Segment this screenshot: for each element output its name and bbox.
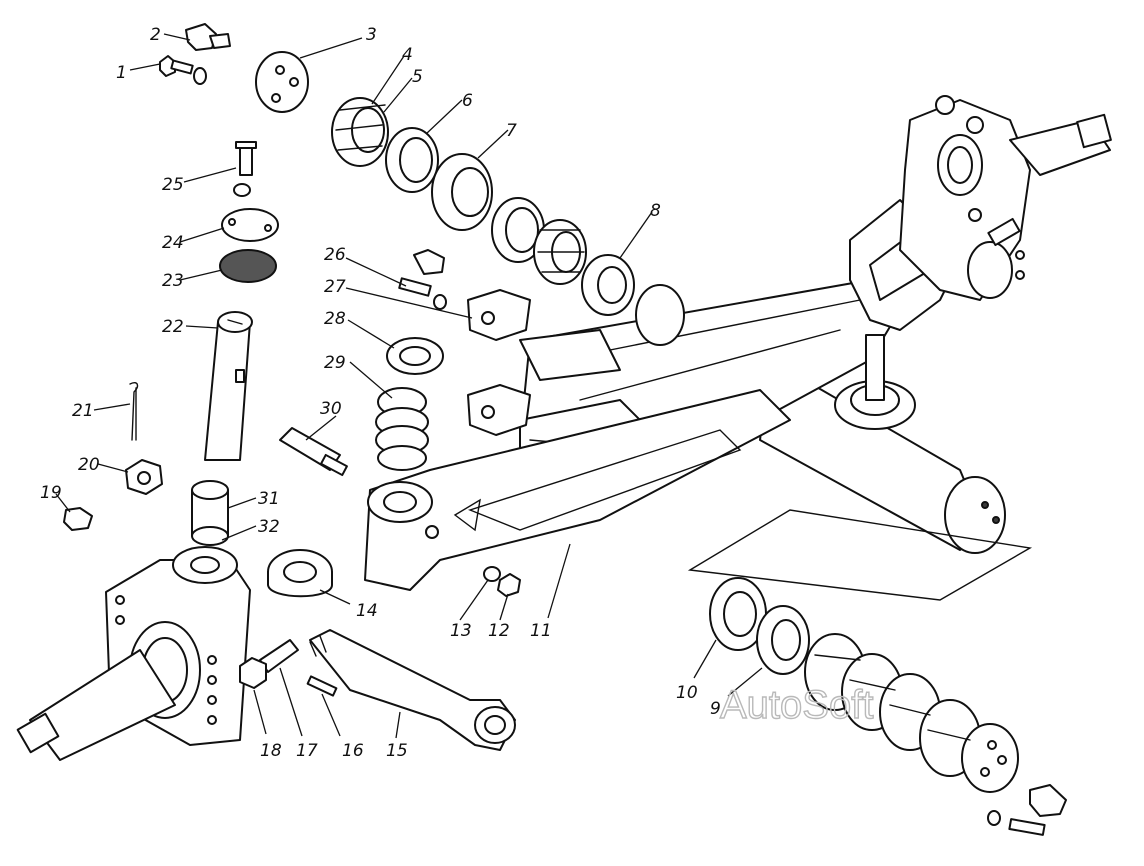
label-2: 2 (150, 25, 161, 45)
label-4: 4 (402, 45, 413, 65)
label-20: 20 (78, 455, 100, 475)
label-16: 16 (342, 741, 364, 761)
label-23: 23 (162, 271, 184, 291)
label-18: 18 (260, 741, 282, 761)
label-27: 27 (324, 277, 346, 297)
label-9: 9 (710, 699, 721, 719)
label-3: 3 (366, 25, 377, 45)
label-10: 10 (676, 683, 698, 703)
top-exploded-parts (159, 23, 685, 346)
label-7: 7 (506, 121, 517, 141)
steering-arm-parts (239, 549, 516, 751)
label-17: 17 (296, 741, 318, 761)
label-24: 24 (162, 233, 184, 253)
leader-lines (55, 33, 763, 739)
label-29: 29 (324, 353, 346, 373)
lower-right-exploded-parts (687, 509, 1067, 836)
label-31: 31 (258, 489, 280, 509)
label-11: 11 (530, 621, 552, 641)
label-15: 15 (386, 741, 408, 761)
king-pin-assembly (63, 141, 279, 546)
label-6: 6 (462, 91, 473, 111)
label-8: 8 (650, 201, 661, 221)
label-26: 26 (324, 245, 346, 265)
label-13: 13 (450, 621, 472, 641)
label-28: 28 (324, 309, 346, 329)
middle-exploded-parts (279, 249, 531, 597)
part-number-labels: 1 2 3 4 5 6 7 8 9 10 11 12 13 14 15 16 1… (40, 25, 721, 761)
watermark: AutoSoft (720, 683, 873, 727)
label-1: 1 (116, 63, 127, 83)
label-21: 21 (72, 401, 94, 421)
label-19: 19 (40, 483, 62, 503)
label-30: 30 (320, 399, 342, 419)
label-12: 12 (488, 621, 510, 641)
label-22: 22 (162, 317, 184, 337)
label-5: 5 (412, 67, 423, 87)
label-14: 14 (356, 601, 378, 621)
left-steering-knuckle (16, 546, 251, 761)
label-32: 32 (258, 517, 280, 537)
right-steering-knuckle (899, 95, 1112, 301)
label-25: 25 (162, 175, 184, 195)
